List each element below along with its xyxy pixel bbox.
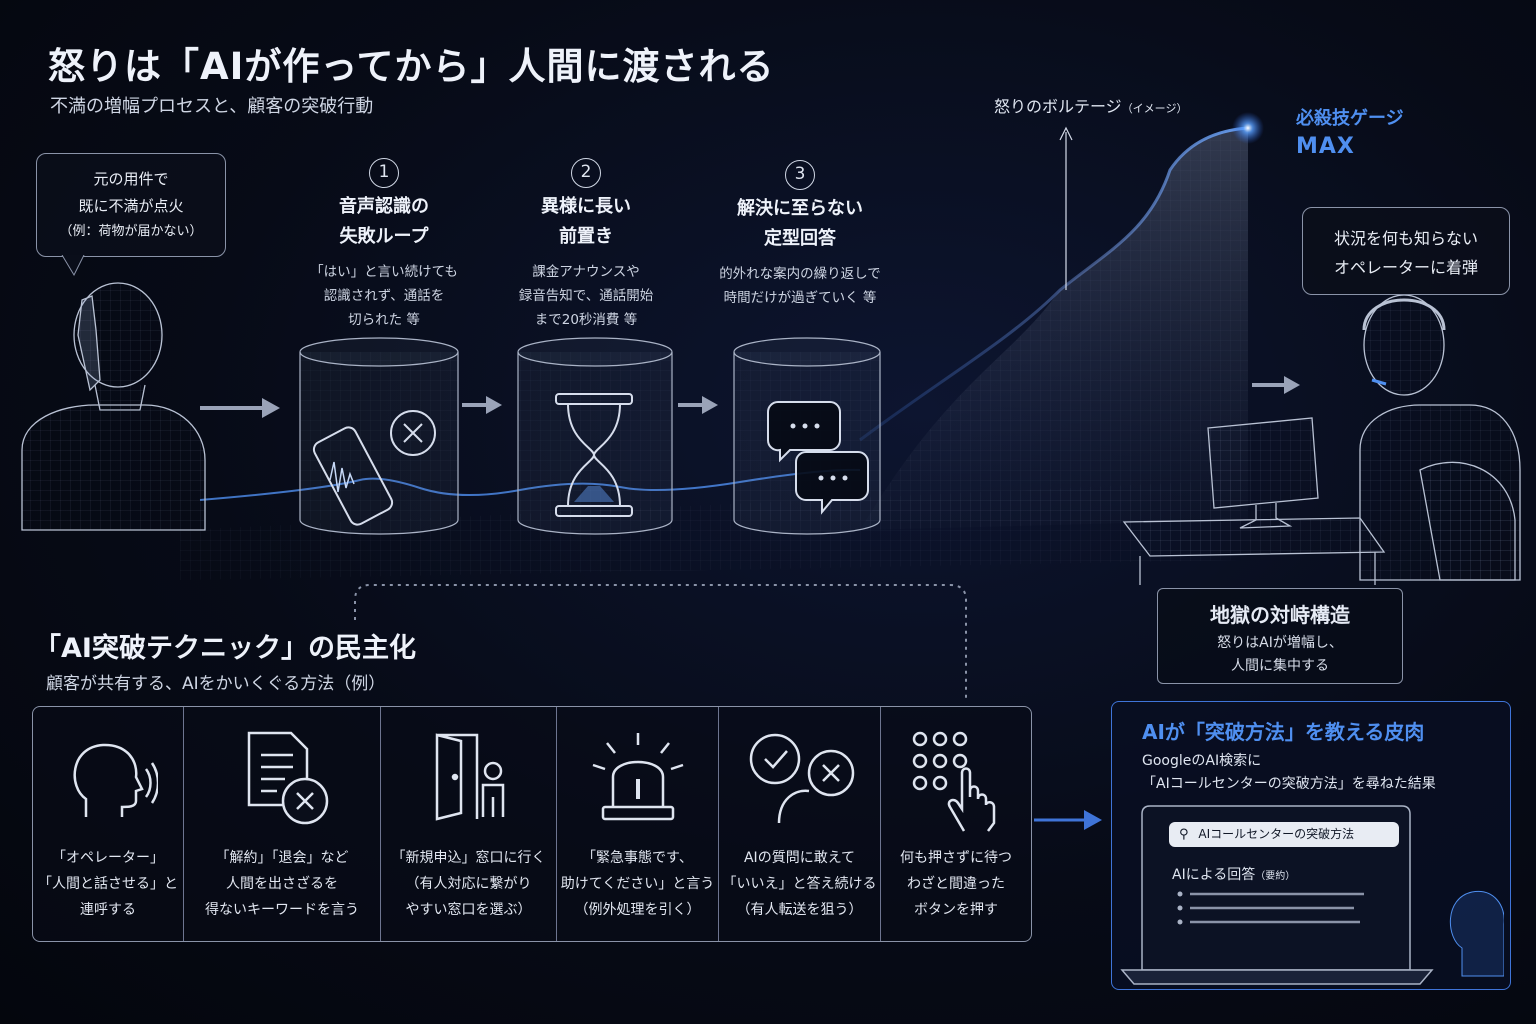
technique-item: 「オペレーター」 「人間と話させる」と 連呼する bbox=[33, 707, 184, 941]
gauge-max-label: 必殺技ゲージ MAX bbox=[1296, 104, 1404, 159]
cylinder-1 bbox=[299, 337, 459, 535]
operator-speech-bubble: 状況を何も知らない オペレーターに着弾 bbox=[1302, 207, 1510, 295]
operator-bubble-line1: 状況を何も知らない bbox=[1333, 229, 1478, 248]
step-desc-line2: 時間だけが過ぎていく 等 bbox=[723, 290, 877, 306]
answer-heading-text: AIによる回答 bbox=[1172, 867, 1256, 883]
flow-arrows bbox=[200, 376, 1300, 418]
dotted-connector bbox=[354, 584, 967, 700]
gauge-line2: MAX bbox=[1296, 134, 1355, 159]
step-title-line2: 失敗ループ bbox=[339, 226, 429, 247]
ai-answer-heading: AIによる回答（要約） bbox=[1172, 864, 1295, 884]
customer-bubble-line2: 既に不満が点火 bbox=[78, 197, 184, 215]
hourglass-icon bbox=[555, 393, 633, 517]
document-x-icon bbox=[247, 731, 329, 825]
search-bar[interactable]: ⚲ AIコールセンターの突破方法 bbox=[1169, 822, 1399, 847]
step-title-line1: 異様に長い bbox=[541, 196, 631, 217]
technique-text: AIの質問に敢えて 「いいえ」と答え続ける （有人転送を狙う） bbox=[722, 850, 877, 918]
irony-line1: GoogleのAI検索に bbox=[1142, 753, 1262, 769]
page-subtitle: 不満の増幅プロセスと、顧客の突破行動 bbox=[50, 96, 374, 117]
technique-item: 「解約」「退会」など 人間を出さざるを 得ないキーワードを言う bbox=[184, 707, 381, 941]
step-number: 3 bbox=[785, 160, 815, 190]
customer-bubble-line1: 元の用件で bbox=[93, 170, 169, 188]
step-3: 3 解決に至らない 定型回答 的外れな案内の繰り返しで 時間だけが過ぎていく 等 bbox=[700, 160, 900, 310]
cylinder-2 bbox=[517, 337, 673, 535]
ai-head-icon bbox=[1450, 890, 1504, 977]
irony-title: AIが「突破方法」を教える皮肉 bbox=[1142, 720, 1425, 744]
technique-text: 「オペレーター」 「人間と話させる」と 連呼する bbox=[38, 850, 178, 918]
door-person-icon bbox=[435, 733, 504, 821]
step-title-line1: 音声認識の bbox=[339, 196, 429, 217]
siren-icon bbox=[592, 733, 683, 821]
search-icon: ⚲ bbox=[1179, 827, 1189, 842]
technique-item: 「新規申込」窓口に行く （有人対応に繋がり やすい窓口を選ぶ） bbox=[381, 707, 557, 941]
irony-line2: 「AIコールセンターの突破方法」を尋ねた結果 bbox=[1142, 776, 1436, 792]
step-title-line2: 前置き bbox=[559, 226, 613, 247]
laptop-illustration bbox=[1120, 805, 1504, 985]
step-desc-line2: 録音告知で、通話開始 bbox=[518, 288, 654, 304]
voltage-label-text: 怒りのボルテージ bbox=[994, 97, 1122, 116]
voltage-label: 怒りのボルテージ（イメージ） bbox=[994, 93, 1187, 117]
technique-text: 何も押さずに待つ わざと間違った ボタンを押す bbox=[900, 850, 1012, 918]
voltage-label-note: （イメージ） bbox=[1121, 102, 1188, 115]
hell-structure-box: 地獄の対峙構造 怒りはAIが増幅し、 人間に集中する bbox=[1157, 588, 1403, 684]
step-1: 1 音声認識の 失敗ループ 「はい」と言い続けても 認識されず、通話を 切られた… bbox=[284, 158, 484, 332]
phone-x-icon bbox=[312, 410, 436, 526]
step-2: 2 異様に長い 前置き 課金アナウンスや 録音告知で、通話開始 まで20秒消費 … bbox=[486, 158, 686, 332]
voltage-peak-glow bbox=[1232, 112, 1264, 144]
desk-monitor bbox=[1122, 417, 1386, 585]
techniques-grid: 「オペレーター」 「人間と話させる」と 連呼する 「解約」「退会」など 人間を出… bbox=[32, 706, 1032, 942]
step-desc-line2: 認識されず、通話を bbox=[323, 288, 445, 304]
shouting-head-icon bbox=[73, 743, 158, 817]
answer-heading-note: （要約） bbox=[1255, 871, 1296, 882]
page-title: 怒りは「AIが作ってから」人間に渡される bbox=[48, 45, 775, 88]
technique-item: 「緊急事態です、 助けてください」と言う （例外処理を引く） bbox=[557, 707, 719, 941]
technique-item: 何も押さずに待つ わざと間違った ボタンを押す bbox=[881, 707, 1031, 941]
customer-figure bbox=[21, 282, 206, 531]
arrow-to-irony bbox=[1034, 810, 1102, 830]
customer-speech-bubble: 元の用件で 既に不満が点火 （例：荷物が届かない） bbox=[36, 153, 226, 257]
gauge-line1: 必殺技ゲージ bbox=[1296, 108, 1404, 129]
customer-bubble-line3: （例：荷物が届かない） bbox=[59, 224, 203, 239]
technique-text: 「新規申込」窓口に行く （有人対応に繋がり やすい窓口を選ぶ） bbox=[391, 850, 546, 918]
step-desc-line1: 的外れな案内の繰り返しで bbox=[719, 266, 881, 282]
bubble-tail bbox=[61, 255, 85, 277]
hell-title: 地獄の対峙構造 bbox=[1210, 603, 1350, 627]
techniques-title: 「AI突破テクニック」の民主化 bbox=[34, 633, 416, 664]
search-query: AIコールセンターの突破方法 bbox=[1198, 827, 1355, 841]
keypad-hand-icon bbox=[912, 731, 996, 832]
step-desc-line3: まで20秒消費 等 bbox=[534, 312, 638, 328]
step-title-line2: 定型回答 bbox=[764, 228, 836, 249]
technique-item: AIの質問に敢えて 「いいえ」と答え続ける （有人転送を狙う） bbox=[719, 707, 881, 941]
chat-bubbles-icon bbox=[766, 401, 869, 515]
voltage-curve bbox=[859, 126, 1249, 442]
techniques-subtitle: 顧客が共有する、AIをかいくぐる方法（例） bbox=[46, 674, 386, 694]
hell-line1: 怒りはAIが増幅し、 bbox=[1217, 635, 1343, 651]
check-x-head-icon bbox=[749, 733, 854, 824]
step-number: 2 bbox=[571, 158, 601, 188]
step-number: 1 bbox=[369, 158, 399, 188]
operator-bubble-line2: オペレーターに着弾 bbox=[1333, 258, 1478, 277]
technique-text: 「解約」「退会」など 人間を出さざるを 得ないキーワードを言う bbox=[205, 850, 359, 918]
step-desc-line1: 課金アナウンスや bbox=[532, 264, 640, 280]
step-title-line1: 解決に至らない bbox=[737, 198, 863, 219]
irony-panel: AIが「突破方法」を教える皮肉 GoogleのAI検索に 「AIコールセンターの… bbox=[1111, 701, 1511, 990]
hell-line2: 人間に集中する bbox=[1231, 658, 1329, 674]
step-desc-line3: 切られた 等 bbox=[348, 312, 420, 328]
operator-figure bbox=[1359, 294, 1521, 581]
technique-text: 「緊急事態です、 助けてください」と言う （例外処理を引く） bbox=[560, 850, 715, 918]
step-desc-line1: 「はい」と言い続けても bbox=[310, 264, 458, 280]
